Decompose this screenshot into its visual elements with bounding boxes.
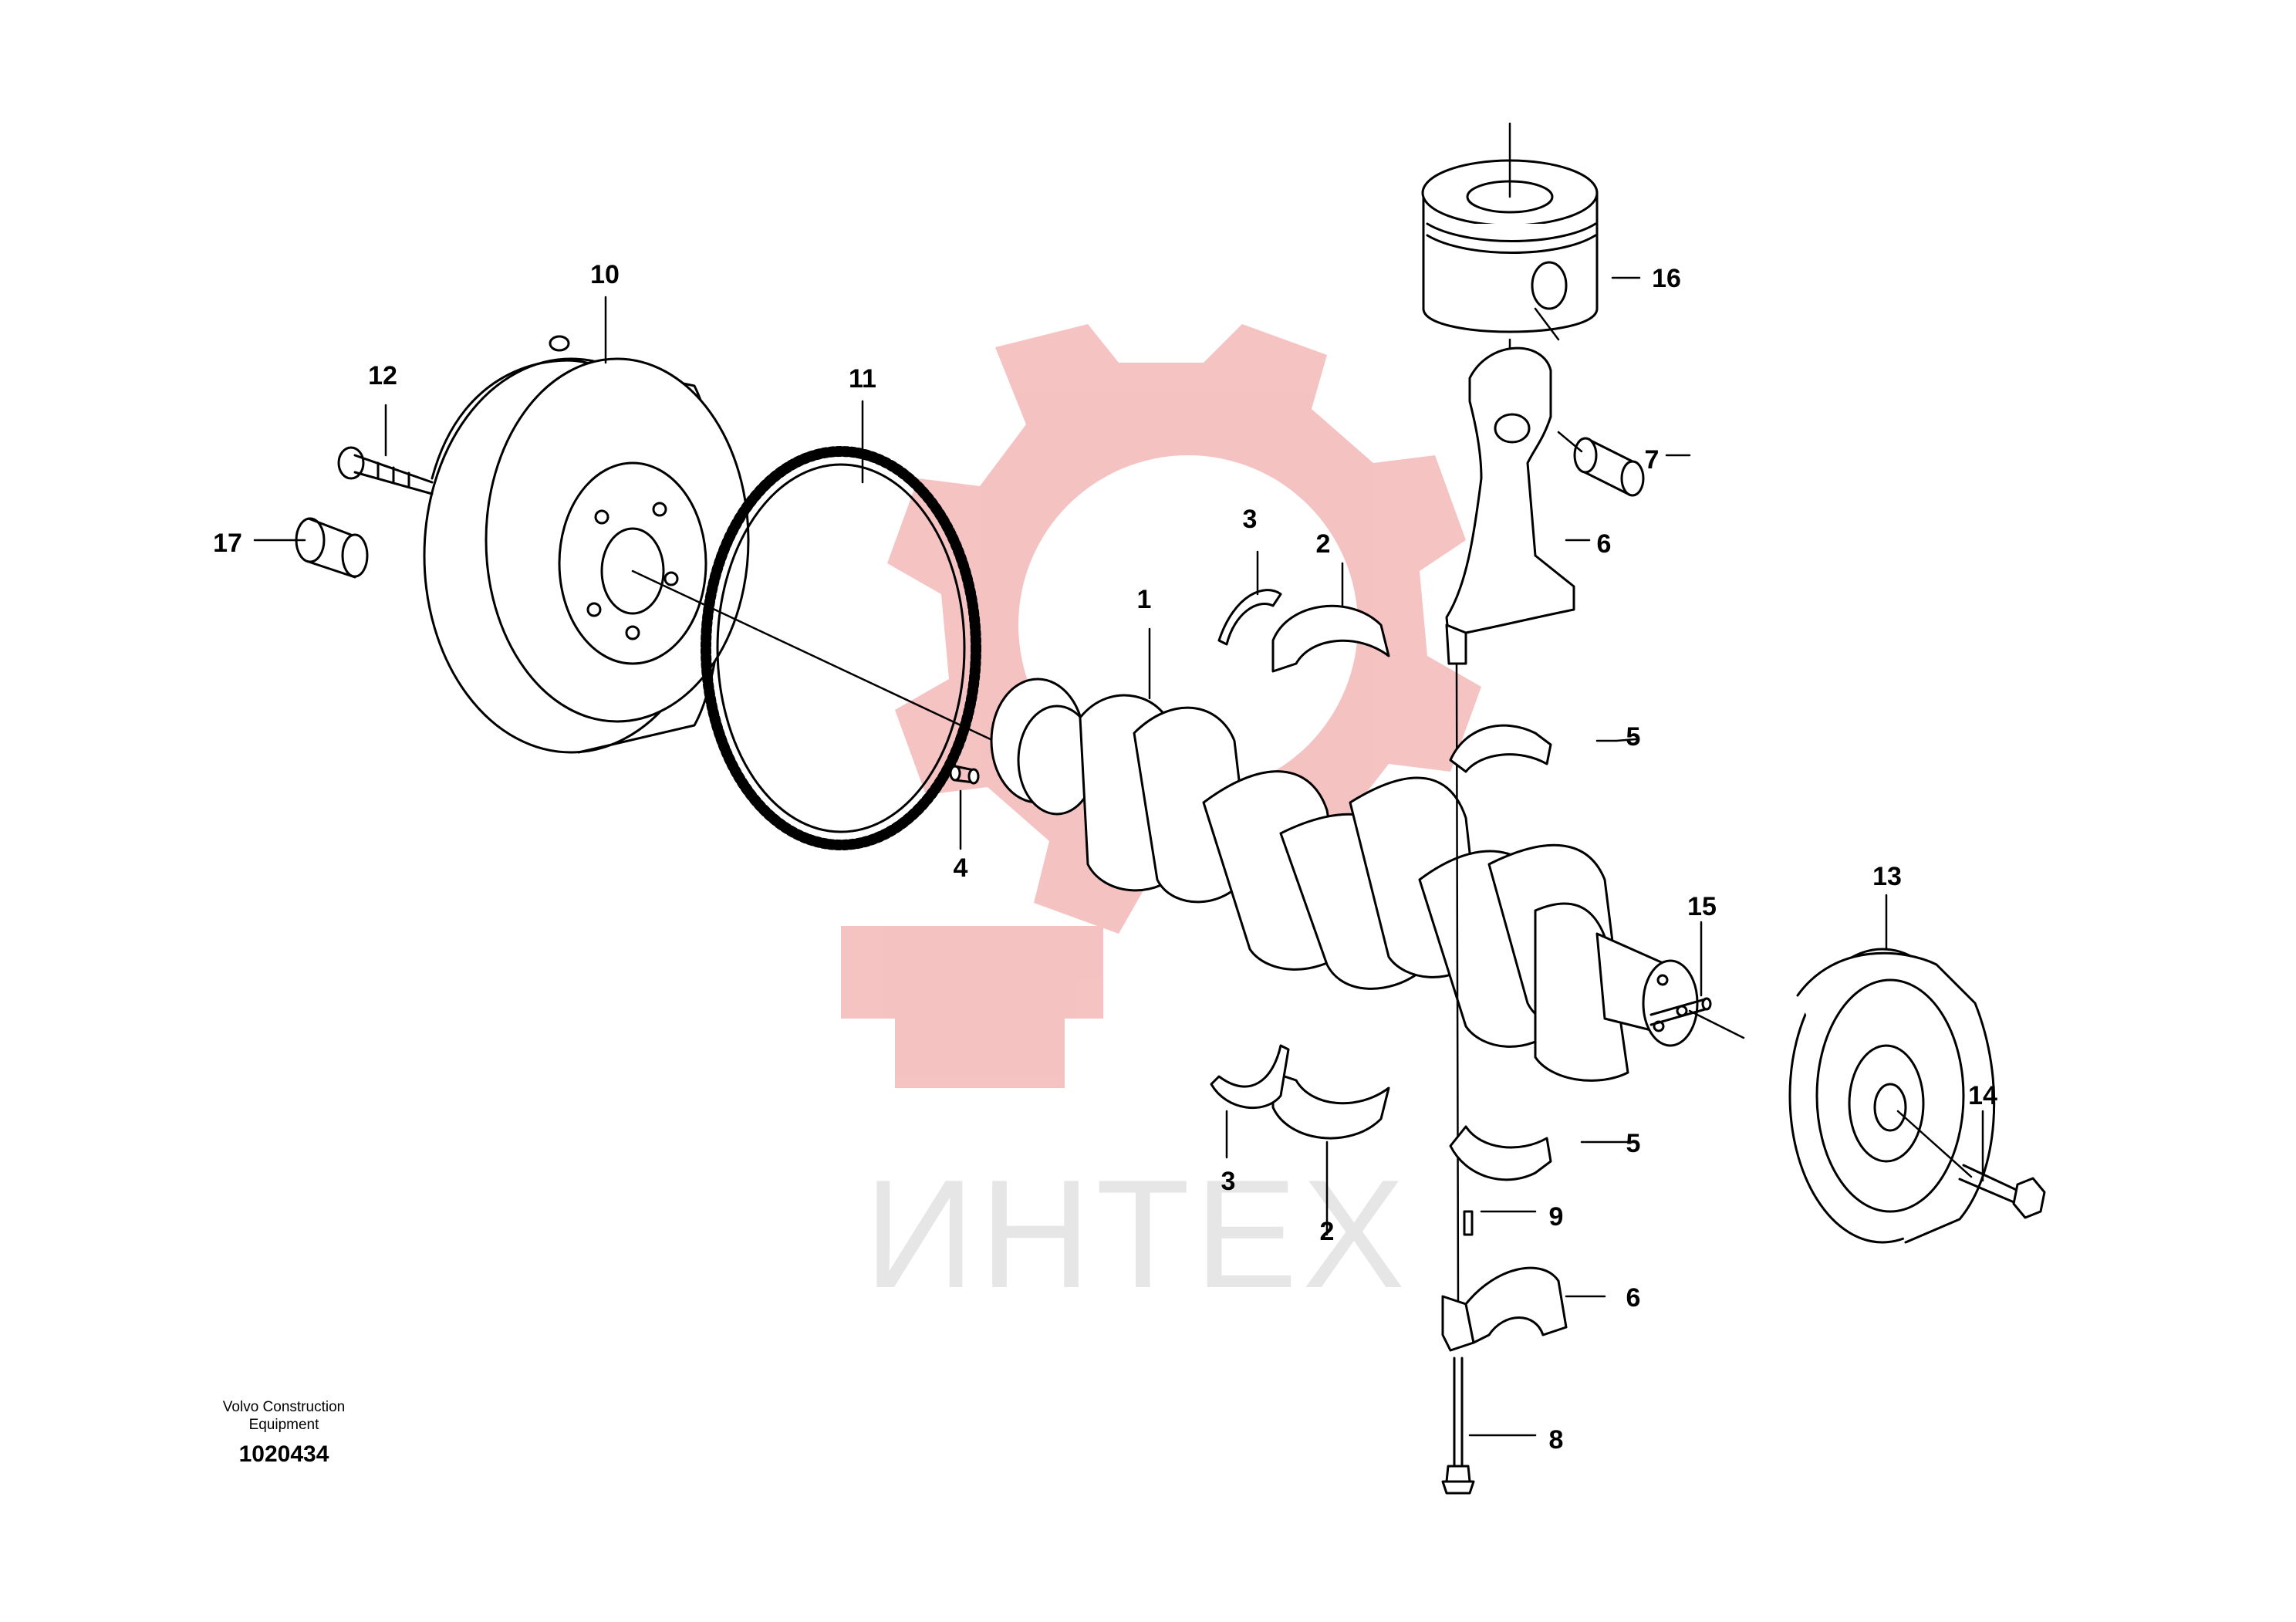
callout-9: 9 [1548, 1202, 1564, 1232]
company-name: Volvo Construction Equipment [223, 1398, 345, 1434]
rod-bolt [1441, 1357, 1475, 1495]
rod-bearing-upper [1449, 724, 1552, 773]
callout-12: 12 [368, 361, 397, 390]
piston-pin [1573, 437, 1645, 497]
callout-7: 7 [1644, 445, 1660, 475]
flywheel [423, 335, 750, 754]
callout-2: 2 [1315, 529, 1331, 559]
bushing [295, 517, 369, 579]
callout-6: 6 [1626, 1283, 1641, 1313]
callout-13: 13 [1872, 862, 1902, 891]
ring-gear [701, 446, 981, 850]
callout-5: 5 [1626, 722, 1641, 752]
thrust-washer-upper [1217, 589, 1282, 646]
company-name-line1: Volvo Construction [222, 1399, 346, 1415]
dowel-pin [949, 765, 980, 785]
assembly-axis-line [631, 569, 1020, 754]
company-name-line2: Equipment [248, 1417, 319, 1433]
callout-8: 8 [1548, 1425, 1564, 1455]
rod-bearing-lower [1449, 1125, 1552, 1181]
main-bearing-lower [1271, 1071, 1390, 1140]
callout-16: 16 [1652, 264, 1681, 293]
callout-15: 15 [1687, 892, 1717, 921]
callout-3: 3 [1221, 1167, 1236, 1196]
callout-14: 14 [1968, 1081, 1997, 1110]
rod-cap [1441, 1266, 1568, 1352]
callout-10: 10 [590, 260, 620, 289]
callout-6: 6 [1596, 529, 1612, 559]
leader-lines [253, 276, 1984, 1437]
crankshaft [990, 678, 1699, 1082]
thrust-washer-lower [1210, 1044, 1290, 1110]
callout-11: 11 [849, 364, 876, 394]
pulley [1788, 948, 1996, 1244]
callout-3: 3 [1242, 505, 1258, 534]
cap-dowel-pin [1463, 1210, 1474, 1236]
drawing-number: 1020434 [238, 1441, 329, 1467]
watermark-text: ИНТЕХ [864, 1148, 1410, 1320]
pulley-bolt [1896, 1110, 2046, 1219]
main-bearing-upper [1271, 604, 1390, 673]
callout-17: 17 [213, 529, 242, 558]
callout-1: 1 [1136, 585, 1152, 614]
crank-dowel-pin [1649, 997, 1712, 1026]
flywheel-bolt [337, 446, 434, 495]
connecting-rod [1445, 346, 1575, 665]
rod-axis-line [1455, 662, 1460, 1306]
callout-2: 2 [1319, 1217, 1335, 1246]
callout-4: 4 [953, 853, 968, 883]
callout-5: 5 [1626, 1129, 1641, 1158]
